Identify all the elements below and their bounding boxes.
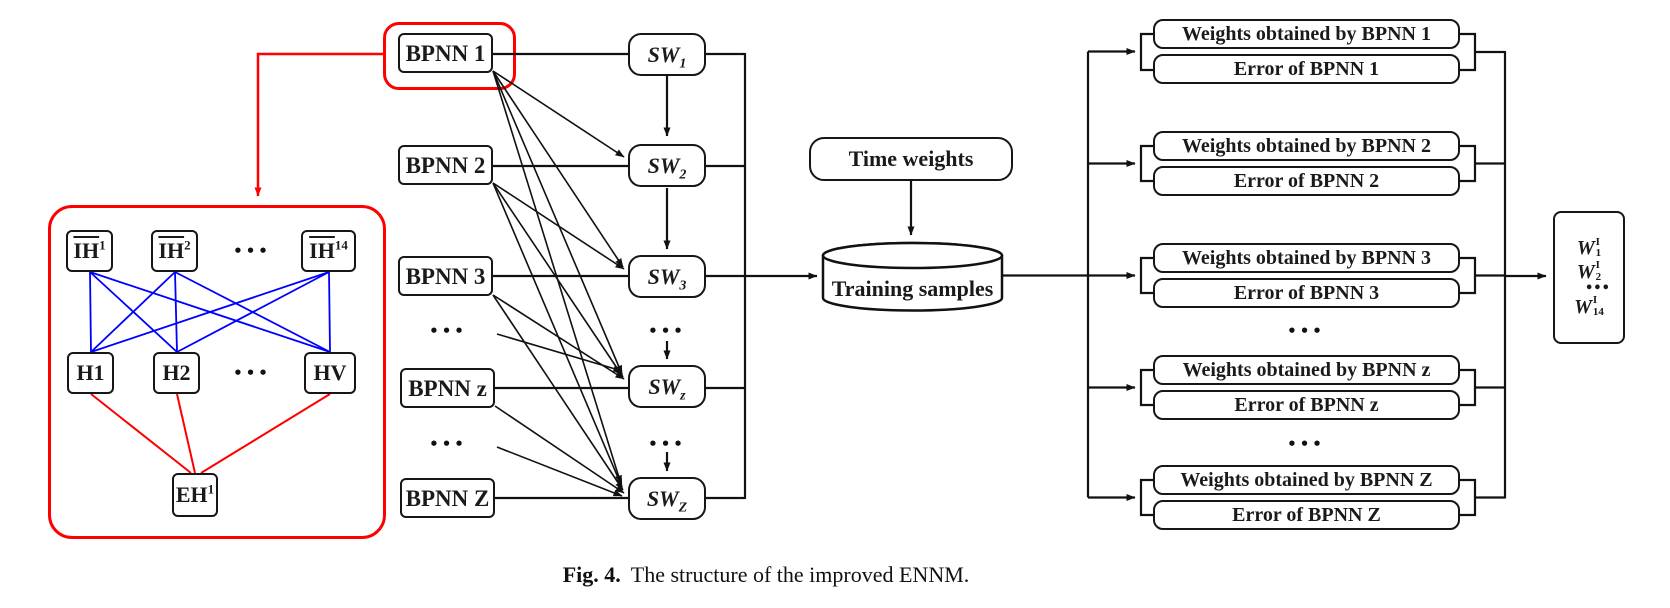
final-weights-ellipsis: ••• <box>1585 281 1610 297</box>
node-h2: H2 <box>153 352 200 394</box>
bpnn-z-box: BPNN z <box>400 368 495 408</box>
time-weights-label: Time weights <box>848 146 974 171</box>
weights-bpnn-zz-box: Weights obtained by BPNN Z <box>1153 465 1460 495</box>
bpnn-ellipsis-1: ••• <box>429 322 467 340</box>
subnet-hidden-ellipsis: ••• <box>233 364 271 382</box>
sw-3-box: SW3 <box>628 255 706 298</box>
training-samples-label: Training samples <box>831 276 994 301</box>
node-ih-1-label: IH <box>73 238 100 263</box>
node-hv: HV <box>304 352 356 394</box>
caption-label: Fig. 4. <box>562 562 621 587</box>
bpnn-z-label: BPNN z <box>408 375 487 401</box>
bpnn-2-box: BPNN 2 <box>398 145 493 185</box>
sw-zz-box: SWZ <box>628 477 706 520</box>
caption-text: The structure of the improved ENNM. <box>630 562 970 587</box>
node-h2-label: H2 <box>162 360 191 385</box>
bpnn-ellipsis-2: ••• <box>429 435 467 453</box>
subnet-output-links <box>90 393 331 474</box>
node-ih-14: IH14 <box>301 230 356 272</box>
sw-zz-label: SW <box>646 485 679 511</box>
node-eh-label: EH <box>175 482 208 507</box>
time-weights-box: Time weights <box>809 137 1013 181</box>
node-eh: EH1 <box>172 473 218 517</box>
bpnn1-highlight <box>383 22 516 90</box>
bpnn-zz-box: BPNN Z <box>400 478 495 518</box>
sw-2-box: SW2 <box>628 144 706 187</box>
bpnn-1-box: BPNN 1 <box>398 33 493 73</box>
sw-1-label: SW <box>647 41 680 67</box>
red-highlight-connector <box>254 52 383 197</box>
results-ellipsis-2: ••• <box>1287 435 1325 453</box>
bpnn-1-label: BPNN 1 <box>405 40 486 66</box>
sw-z-label: SW <box>648 373 681 399</box>
node-hv-label: HV <box>313 360 347 385</box>
error-bpnn-3-box: Error of BPNN 3 <box>1153 278 1460 308</box>
blue-input-links <box>89 271 331 353</box>
bracket-connectors <box>1139 32 1547 517</box>
error-bpnn-z-box: Error of BPNN z <box>1153 390 1460 420</box>
error-bpnn-1-box: Error of BPNN 1 <box>1153 54 1460 84</box>
results-ellipsis-1: ••• <box>1287 322 1325 340</box>
figure-caption: Fig. 4. The structure of the improved ENN… <box>0 562 1532 588</box>
error-bpnn-zz-box: Error of BPNN Z <box>1153 500 1460 530</box>
sw-2-label: SW <box>647 152 680 178</box>
bpnn-3-box: BPNN 3 <box>398 256 493 296</box>
weights-bpnn-3-box: Weights obtained by BPNN 3 <box>1153 243 1460 273</box>
node-ih-2: IH2 <box>151 230 198 272</box>
collector-lines <box>706 52 818 500</box>
sw-1-box: SW1 <box>628 33 706 76</box>
node-ih-14-label: IH <box>309 238 335 263</box>
node-h1: H1 <box>67 352 114 394</box>
subnet-panel <box>48 205 386 539</box>
branch-arrows <box>1002 48 1136 501</box>
node-ih-1: IH1 <box>66 230 113 272</box>
bpnn-zz-label: BPNN Z <box>405 485 490 511</box>
weights-bpnn-2-box: Weights obtained by BPNN 2 <box>1153 131 1460 161</box>
bpnn-3-label: BPNN 3 <box>405 263 486 289</box>
bpnn-sw-cross-arrows <box>492 70 625 497</box>
subnet-input-ellipsis: ••• <box>233 242 271 260</box>
database-cylinder <box>821 241 1004 312</box>
weights-bpnn-1-box: Weights obtained by BPNN 1 <box>1153 19 1460 49</box>
bpnn-sw-links <box>493 52 628 500</box>
node-ih-2-label: IH <box>158 238 185 263</box>
sw-ellipsis-2: ••• <box>648 435 686 453</box>
sw-ellipsis-1: ••• <box>648 322 686 340</box>
sw-z-box: SWz <box>628 365 706 408</box>
error-bpnn-2-box: Error of BPNN 2 <box>1153 166 1460 196</box>
node-h1-label: H1 <box>76 360 105 385</box>
sw-3-label: SW <box>647 263 680 289</box>
bpnn-2-label: BPNN 2 <box>405 152 486 178</box>
weights-bpnn-z-box: Weights obtained by BPNN z <box>1153 355 1460 385</box>
